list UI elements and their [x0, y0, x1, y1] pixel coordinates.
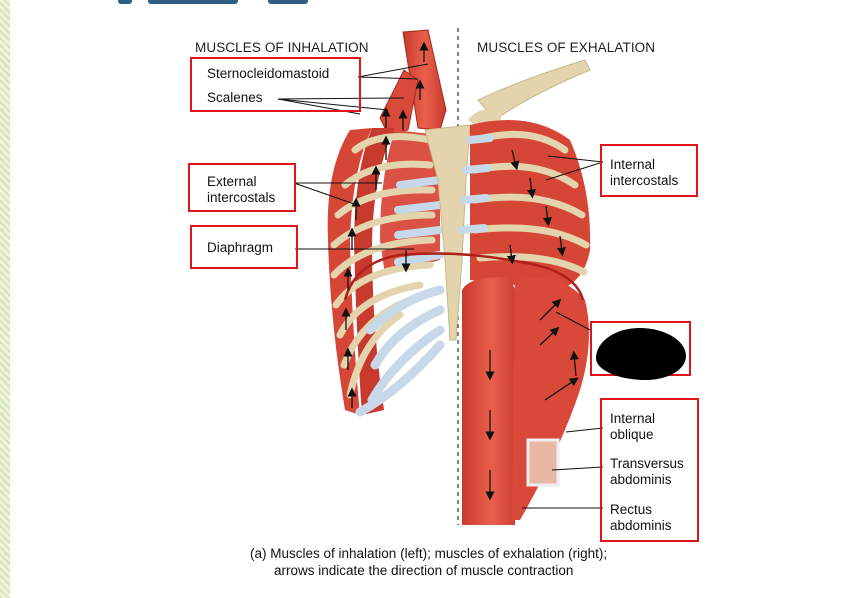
figure-caption: (a) Muscles of inhalation (left); muscle… [250, 545, 607, 579]
highlight-box-abdominals [600, 398, 699, 542]
left-ribcage [328, 128, 440, 415]
transversus-abdominis-window [528, 440, 558, 485]
caption-line-1: (a) Muscles of inhalation (left); muscle… [250, 545, 607, 562]
highlight-box-neck-muscles [190, 57, 361, 112]
caption-line-2: arrows indicate the direction of muscle … [250, 562, 607, 579]
highlight-box-external-intercostals [188, 163, 296, 212]
header-inhalation: MUSCLES OF INHALATION [195, 40, 369, 55]
header-exhalation: MUSCLES OF EXHALATION [477, 40, 655, 55]
right-ribcage [462, 120, 590, 290]
highlight-box-internal-intercostals [600, 144, 698, 197]
rectus-abdominis-muscle [462, 278, 520, 526]
abdominal-wall [462, 278, 589, 526]
redaction-blot [596, 328, 686, 380]
highlight-box-diaphragm [190, 225, 298, 269]
sternocleidomastoid-muscle [380, 30, 446, 134]
